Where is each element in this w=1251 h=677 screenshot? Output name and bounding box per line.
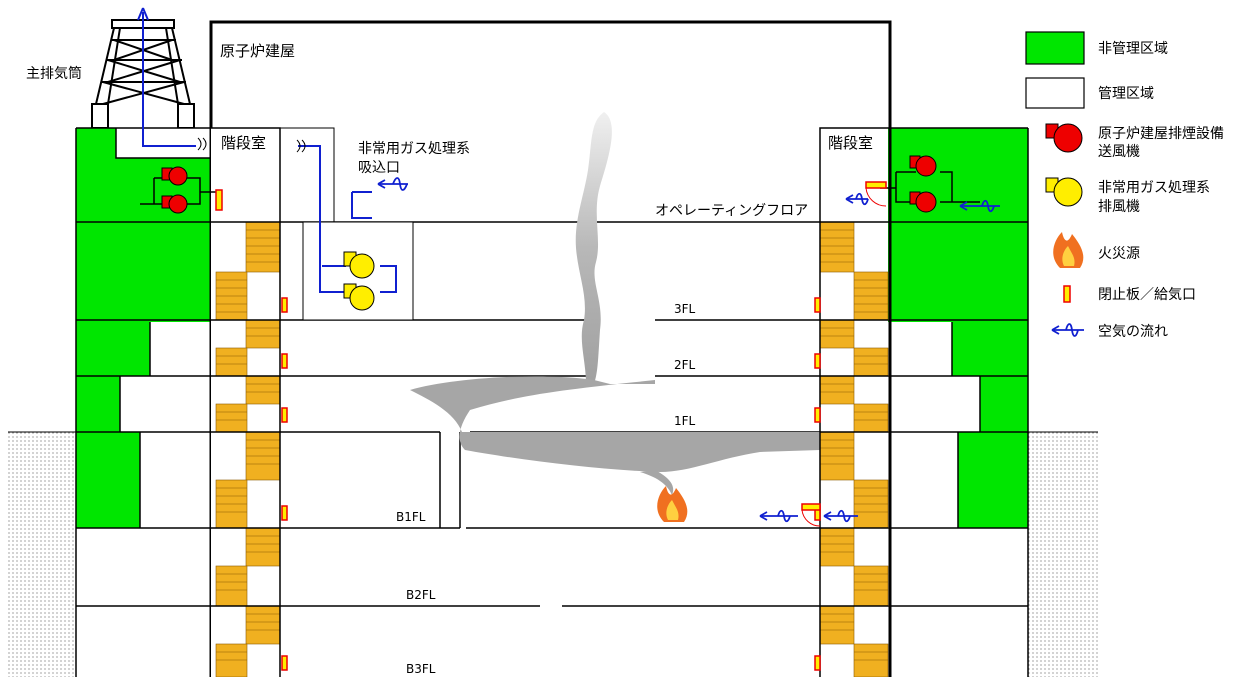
smoke-plume — [410, 112, 820, 495]
legend-damper-label: 閉止板／給気口 — [1098, 287, 1196, 303]
legend-airflow-icon — [1051, 323, 1084, 337]
legend-uncontrolled-label: 非管理区域 — [1098, 41, 1168, 57]
floor-3fl-label: 3FL — [674, 302, 696, 316]
legend-sgts-fan-label-2: 排風機 — [1098, 199, 1140, 215]
ground — [8, 431, 1098, 677]
fire-icon — [657, 486, 688, 522]
stair-label-left: 階段室 — [221, 134, 266, 152]
exhaust-duct — [137, 7, 397, 293]
operating-floor-label: オペレーティングフロア — [655, 203, 808, 219]
floor-b1fl-label: B1FL — [396, 510, 426, 524]
legend-damper-icon — [1063, 285, 1071, 303]
legend: 非管理区域 管理区域 原子炉建屋排煙設備 送風機 非常用ガス処理系 排風機 火災… — [1025, 31, 1224, 340]
airflow-arrow-sgts-inlet — [377, 177, 408, 191]
legend-uncontrolled-swatch — [1025, 31, 1085, 65]
right-annex — [888, 127, 1029, 677]
stair-label-right: 階段室 — [828, 134, 873, 152]
legend-smoke-fan-label-2: 送風機 — [1098, 144, 1140, 160]
legend-airflow-label: 空気の流れ — [1098, 324, 1168, 340]
legend-controlled-label: 管理区域 — [1098, 86, 1154, 102]
legend-smoke-fan-label-1: 原子炉建屋排煙設備 — [1098, 126, 1224, 142]
reactor-building-shell — [209, 20, 892, 677]
floor-1fl-label: 1FL — [674, 414, 696, 428]
sgts-fans — [343, 251, 375, 311]
smoke-fan-right — [865, 155, 980, 213]
dampers — [281, 297, 821, 671]
airflow-arrows — [759, 192, 1000, 523]
stair-shaft-left — [211, 127, 281, 677]
reactor-building-label: 原子炉建屋 — [220, 42, 295, 60]
legend-fire-icon — [1053, 232, 1084, 268]
smoke-fan-left — [140, 166, 223, 214]
wavy-break-icons — [197, 137, 306, 153]
legend-smoke-fan-icon — [1045, 123, 1083, 153]
floor-2fl-label: 2FL — [674, 358, 696, 372]
main-stack-label: 主排気筒 — [26, 65, 82, 82]
damper-swing — [801, 509, 821, 527]
sgts-inlet-label-2: 吸込口 — [358, 160, 400, 176]
legend-fire-label: 火災源 — [1098, 246, 1140, 262]
left-annex — [75, 127, 211, 677]
stair-shaft-right — [819, 127, 889, 677]
legend-sgts-fan-label-1: 非常用ガス処理系 — [1098, 180, 1210, 196]
floor-b3fl-label: B3FL — [406, 662, 436, 676]
legend-controlled-swatch — [1025, 77, 1085, 109]
floor-b2fl-label: B2FL — [406, 588, 436, 602]
sgts-inlet-label-1: 非常用ガス処理系 — [358, 141, 470, 157]
legend-sgts-fan-icon — [1045, 177, 1083, 207]
